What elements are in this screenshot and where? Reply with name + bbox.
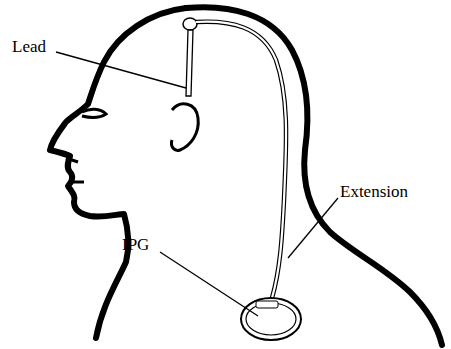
- ear: [171, 104, 198, 151]
- leader-line: [56, 52, 186, 88]
- extension-inner: [196, 22, 286, 298]
- part-label: Lead: [12, 38, 46, 55]
- burr-hole-cap: [183, 18, 197, 30]
- head-outline-face: [50, 8, 186, 338]
- leader-line: [160, 252, 258, 316]
- part-label: IPG: [122, 236, 149, 253]
- part-label: Extension: [340, 183, 408, 200]
- extension-outer: [196, 22, 286, 298]
- ipg-header: [256, 301, 278, 308]
- lead: [186, 30, 193, 96]
- eye: [82, 109, 106, 117]
- ipg-case: [241, 298, 301, 340]
- mouth: [70, 181, 84, 184]
- leader-line: [288, 198, 338, 258]
- nose: [66, 158, 78, 162]
